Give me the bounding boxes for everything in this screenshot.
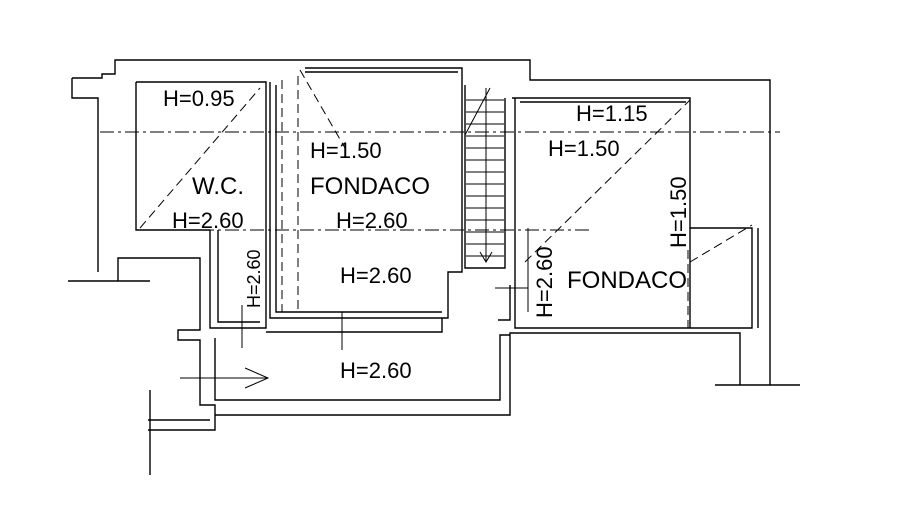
fondaco2-height-vertical-left: H=2.60 bbox=[532, 246, 557, 318]
wc-room-name: W.C. bbox=[192, 173, 244, 200]
overhead-dashed-lines bbox=[100, 69, 780, 350]
wc-height-bottom: H=2.60 bbox=[172, 208, 244, 233]
room-labels: H=0.95 W.C. H=2.60 H=2.60 H=1.50 FONDACO… bbox=[163, 86, 691, 383]
fondaco2-height-second: H=1.50 bbox=[548, 136, 620, 161]
exterior-walls bbox=[68, 59, 800, 475]
fondaco1-room-name: FONDACO bbox=[310, 173, 430, 200]
wc-height-top: H=0.95 bbox=[163, 86, 235, 111]
interior-walls bbox=[135, 67, 759, 401]
fondaco2-height-top: H=1.15 bbox=[576, 101, 648, 126]
passage-height: H=2.60 bbox=[340, 358, 412, 383]
fondaco1-height-bottom: H=2.60 bbox=[340, 263, 412, 288]
fondaco2-height-vertical-right: H=1.50 bbox=[666, 176, 691, 248]
corridor-height-vertical: H=2.60 bbox=[244, 249, 264, 308]
fondaco2-room-name: FONDACO bbox=[567, 267, 687, 294]
fondaco1-height-top: H=1.50 bbox=[310, 138, 382, 163]
staircase bbox=[464, 85, 506, 269]
entrance-arrow-icon bbox=[180, 367, 270, 389]
fondaco1-height-mid: H=2.60 bbox=[336, 208, 408, 233]
